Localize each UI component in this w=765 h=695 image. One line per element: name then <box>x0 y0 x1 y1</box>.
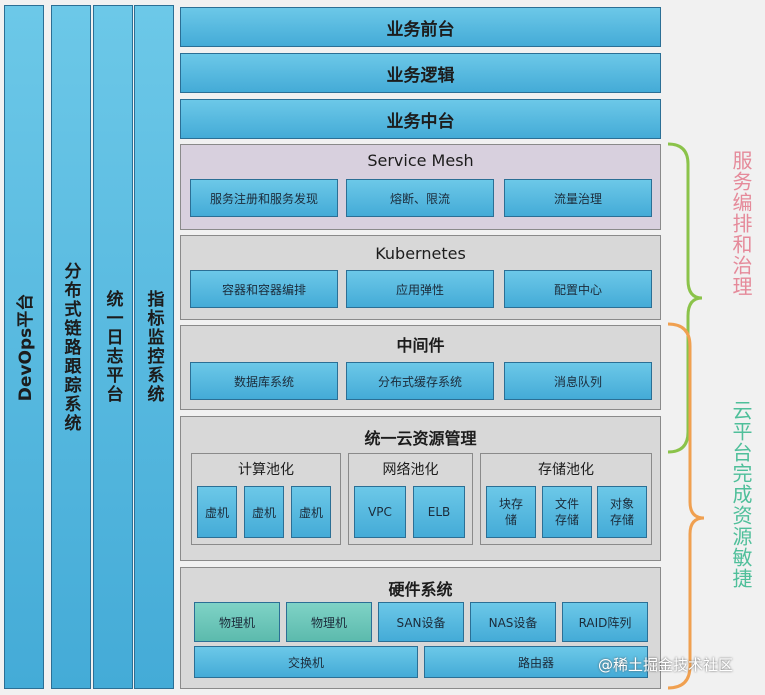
config-center-label: 配置中心 <box>553 282 602 297</box>
compute-pool-title: 计算池化 <box>238 462 294 478</box>
message-queue-box: 消息队列 <box>504 362 652 400</box>
file-storage-label: 文件存储 <box>554 497 579 527</box>
agility-side-label: 云平台完成资源敏捷 <box>729 400 753 589</box>
metrics-system-label: 指标监控系统 <box>143 290 164 404</box>
file-storage-box: 文件存储 <box>542 486 592 538</box>
hardware-panel: 硬件系统 物理机 物理机 SAN设备 NAS设备 RAID阵列 交换机 路由器 <box>180 567 661 689</box>
block-storage-box: 块存储 <box>486 486 536 538</box>
switch-box: 交换机 <box>194 646 418 678</box>
tracing-system-column: 分布式链路跟踪系统 <box>51 5 91 689</box>
database-system-label: 数据库系统 <box>233 374 294 389</box>
business-middle-layer: 业务中台 <box>180 99 661 139</box>
physical-machine-label: 物理机 <box>218 615 255 630</box>
raid-array-label: RAID阵列 <box>578 615 632 630</box>
storage-pool-title: 存储池化 <box>538 462 594 478</box>
network-pool-title: 网络池化 <box>382 462 439 478</box>
block-storage-label: 块存储 <box>498 497 523 527</box>
app-elasticity-box: 应用弹性 <box>346 270 494 308</box>
distributed-cache-box: 分布式缓存系统 <box>346 362 494 400</box>
cloud-resource-title: 统一云资源管理 <box>364 429 477 448</box>
raid-array-box: RAID阵列 <box>562 602 648 642</box>
physical-machine-box: 物理机 <box>194 602 280 642</box>
vm-label: 虚机 <box>298 505 323 520</box>
physical-machine-label: 物理机 <box>310 615 347 630</box>
business-logic-layer: 业务逻辑 <box>180 53 661 93</box>
traffic-governance-box: 流量治理 <box>504 179 652 217</box>
business-frontend-layer: 业务前台 <box>180 7 661 47</box>
brackets-graphic <box>667 142 705 690</box>
storage-pool-group: 存储池化 块存储 文件存储 对象存储 <box>480 453 652 545</box>
vm-label: 虚机 <box>204 505 229 520</box>
hardware-title: 硬件系统 <box>388 580 453 599</box>
logging-platform-column: 统一日志平台 <box>93 5 133 689</box>
container-orchestration-label: 容器和容器编排 <box>221 282 306 297</box>
vpc-box: VPC <box>354 486 406 538</box>
router-box: 路由器 <box>424 646 648 678</box>
object-storage-label: 对象存储 <box>609 497 634 527</box>
business-logic-label: 业务逻辑 <box>386 65 455 86</box>
vm-box: 虚机 <box>291 486 331 538</box>
business-middle-label: 业务中台 <box>386 111 455 132</box>
devops-platform-label: DevOps平台 <box>16 293 37 401</box>
nas-device-label: NAS设备 <box>488 615 538 630</box>
metrics-system-column: 指标监控系统 <box>134 5 174 689</box>
compute-pool-group: 计算池化 虚机 虚机 虚机 <box>191 453 341 545</box>
traffic-governance-label: 流量治理 <box>553 191 602 206</box>
distributed-cache-label: 分布式缓存系统 <box>377 374 462 389</box>
elb-box: ELB <box>413 486 465 538</box>
kubernetes-panel: Kubernetes 容器和容器编排 应用弹性 配置中心 <box>180 235 661 320</box>
object-storage-box: 对象存储 <box>597 486 647 538</box>
nas-device-box: NAS设备 <box>470 602 556 642</box>
cloud-resource-panel: 统一云资源管理 计算池化 虚机 虚机 虚机 网络池化 VPC ELB 存储池化 … <box>180 416 661 561</box>
database-system-box: 数据库系统 <box>190 362 338 400</box>
governance-bracket <box>667 142 703 454</box>
logging-platform-label: 统一日志平台 <box>102 290 123 404</box>
devops-platform-column: DevOps平台 <box>4 5 44 689</box>
service-mesh-panel: Service Mesh 服务注册和服务发现 熔断、限流 流量治理 <box>180 144 661 230</box>
vm-label: 虚机 <box>251 505 276 520</box>
container-orchestration-box: 容器和容器编排 <box>190 270 338 308</box>
vm-box: 虚机 <box>244 486 284 538</box>
physical-machine-box: 物理机 <box>286 602 372 642</box>
router-label: 路由器 <box>517 655 554 670</box>
app-elasticity-label: 应用弹性 <box>395 282 444 297</box>
service-discovery-box: 服务注册和服务发现 <box>190 179 338 217</box>
message-queue-label: 消息队列 <box>553 374 602 389</box>
san-device-box: SAN设备 <box>378 602 464 642</box>
circuit-breaker-box: 熔断、限流 <box>346 179 494 217</box>
vpc-label: VPC <box>368 505 392 519</box>
service-discovery-label: 服务注册和服务发现 <box>209 191 318 206</box>
switch-label: 交换机 <box>287 655 324 670</box>
governance-side-label: 服务编排和治理 <box>729 150 753 297</box>
middleware-panel: 中间件 数据库系统 分布式缓存系统 消息队列 <box>180 325 661 410</box>
config-center-box: 配置中心 <box>504 270 652 308</box>
watermark-text: @稀土掘金技术社区 <box>598 656 734 674</box>
business-frontend-label: 业务前台 <box>386 19 455 40</box>
agility-bracket <box>667 322 705 690</box>
middleware-title: 中间件 <box>396 336 445 355</box>
network-pool-group: 网络池化 VPC ELB <box>348 453 473 545</box>
san-device-label: SAN设备 <box>396 615 446 630</box>
elb-label: ELB <box>427 505 451 519</box>
vm-box: 虚机 <box>197 486 237 538</box>
kubernetes-title: Kubernetes <box>375 244 466 263</box>
service-mesh-title: Service Mesh <box>367 151 474 170</box>
tracing-system-label: 分布式链路跟踪系统 <box>60 261 81 433</box>
circuit-breaker-label: 熔断、限流 <box>389 191 450 206</box>
